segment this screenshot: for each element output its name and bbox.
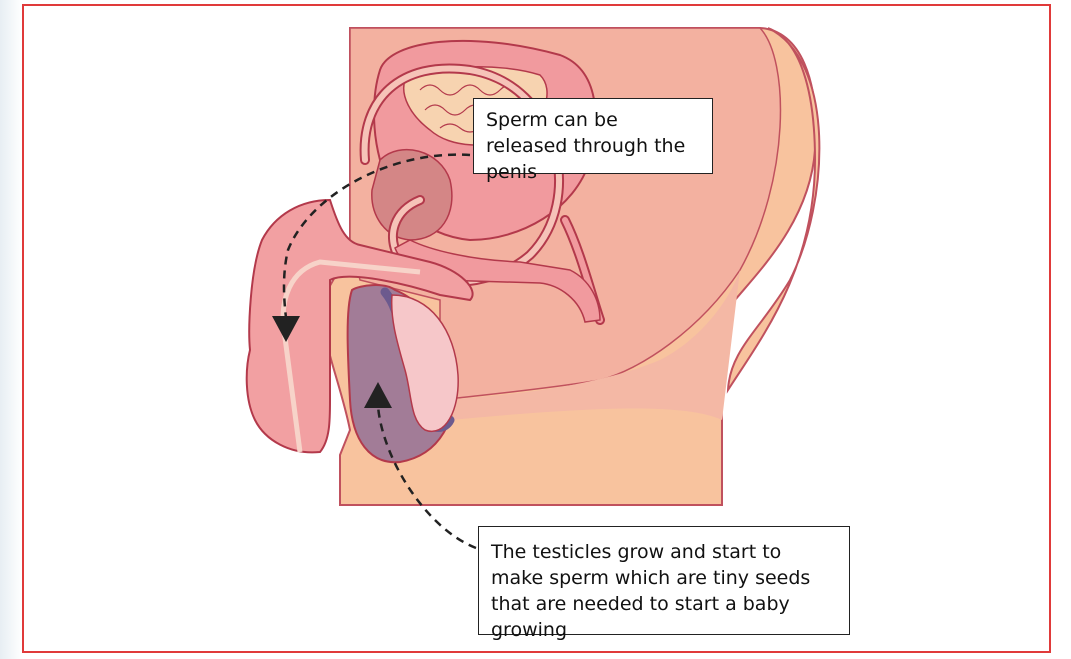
sperm-release-callout: Sperm can be released through the penis: [473, 98, 713, 174]
prostate: [372, 150, 452, 240]
testicles-callout: The testicles grow and start to make spe…: [478, 526, 850, 635]
